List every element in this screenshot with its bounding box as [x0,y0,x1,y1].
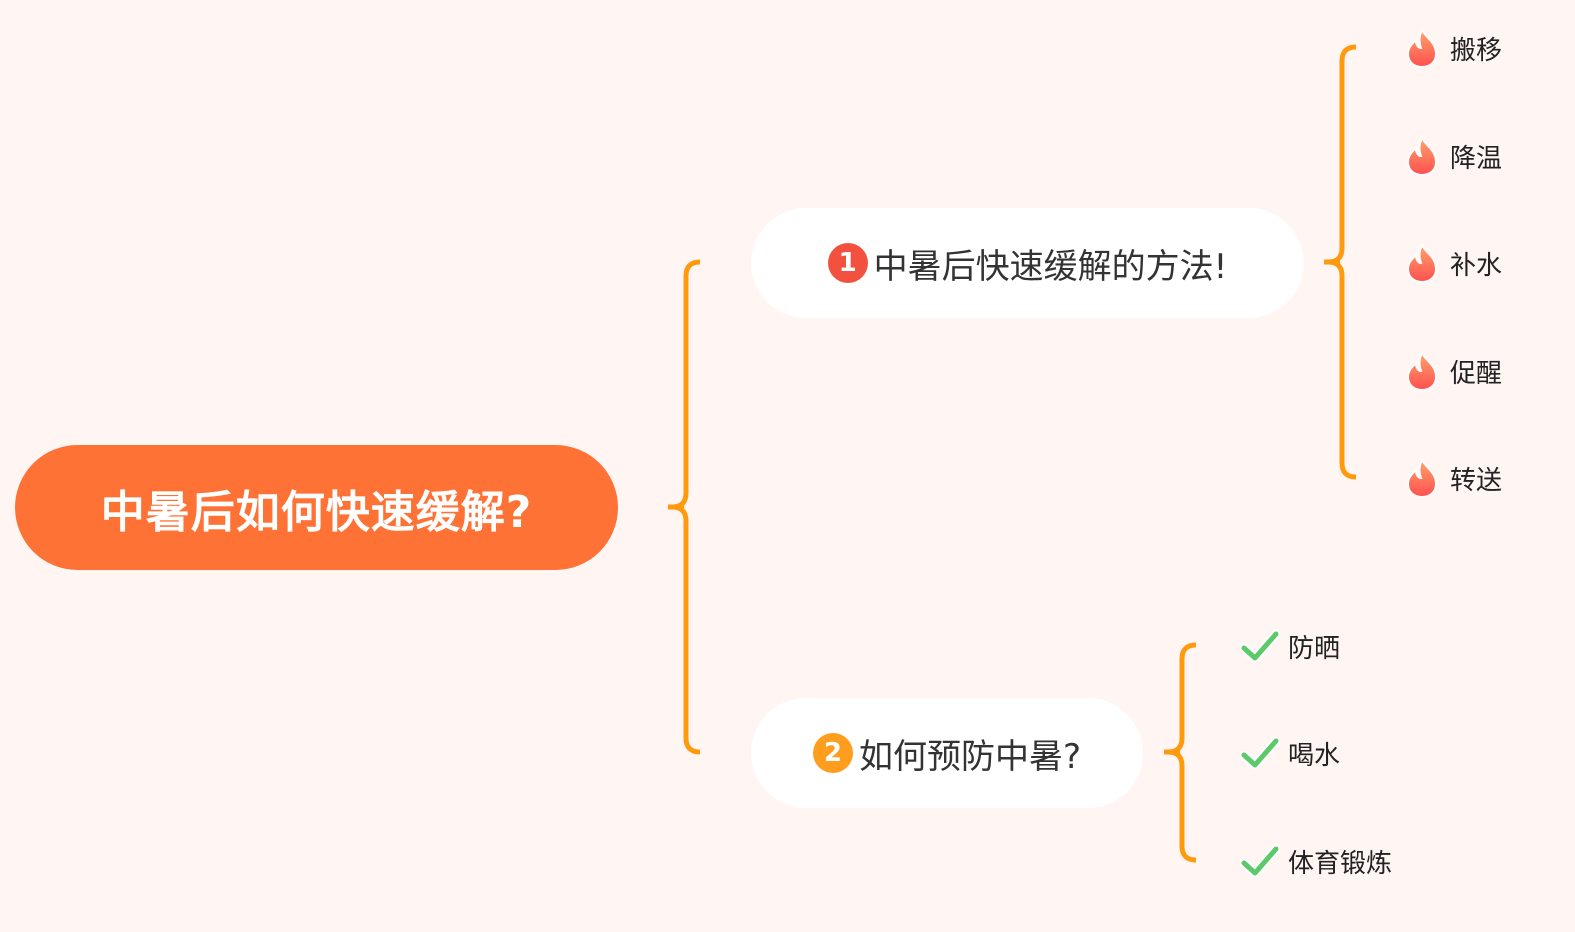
branch-node-2[interactable]: 2 如何预防中暑? [751,698,1143,808]
root-node[interactable]: 中暑后如何快速缓解? [15,445,618,570]
fire-icon [1402,351,1442,391]
branch-node-1[interactable]: 1 中暑后快速缓解的方法! [751,208,1304,318]
leaf-node[interactable]: 转送 [1402,458,1502,498]
fire-icon [1402,136,1442,176]
number-badge-2: 2 [812,733,853,773]
leaf-label: 促醒 [1450,358,1503,389]
leaf-node[interactable]: 搬移 [1402,28,1502,68]
leaf-node[interactable]: 防晒 [1240,626,1340,666]
fire-icon [1402,243,1442,283]
leaf-node[interactable]: 降温 [1402,136,1502,176]
fire-icon [1402,458,1442,498]
leaf-node[interactable]: 补水 [1402,243,1502,283]
number-badge-1: 1 [827,243,868,283]
leaf-label: 防晒 [1288,633,1341,664]
leaf-label: 转送 [1450,465,1503,496]
branch-label: 如何预防中暑? [858,736,1082,777]
fire-icon [1402,28,1442,68]
leaf-label: 体育锻炼 [1288,848,1393,879]
leaf-label: 搬移 [1450,35,1503,66]
branch-label: 中暑后快速缓解的方法! [873,246,1228,287]
leaf-node[interactable]: 喝水 [1240,733,1340,773]
leaf-label: 降温 [1450,143,1503,174]
leaf-label: 补水 [1450,250,1503,281]
check-icon [1240,733,1280,773]
leaf-node[interactable]: 体育锻炼 [1240,841,1392,881]
leaf-label: 喝水 [1288,740,1341,771]
check-icon [1240,626,1280,666]
root-label: 中暑后如何快速缓解? [100,486,533,538]
leaf-node[interactable]: 促醒 [1402,351,1502,391]
check-icon [1240,841,1280,881]
